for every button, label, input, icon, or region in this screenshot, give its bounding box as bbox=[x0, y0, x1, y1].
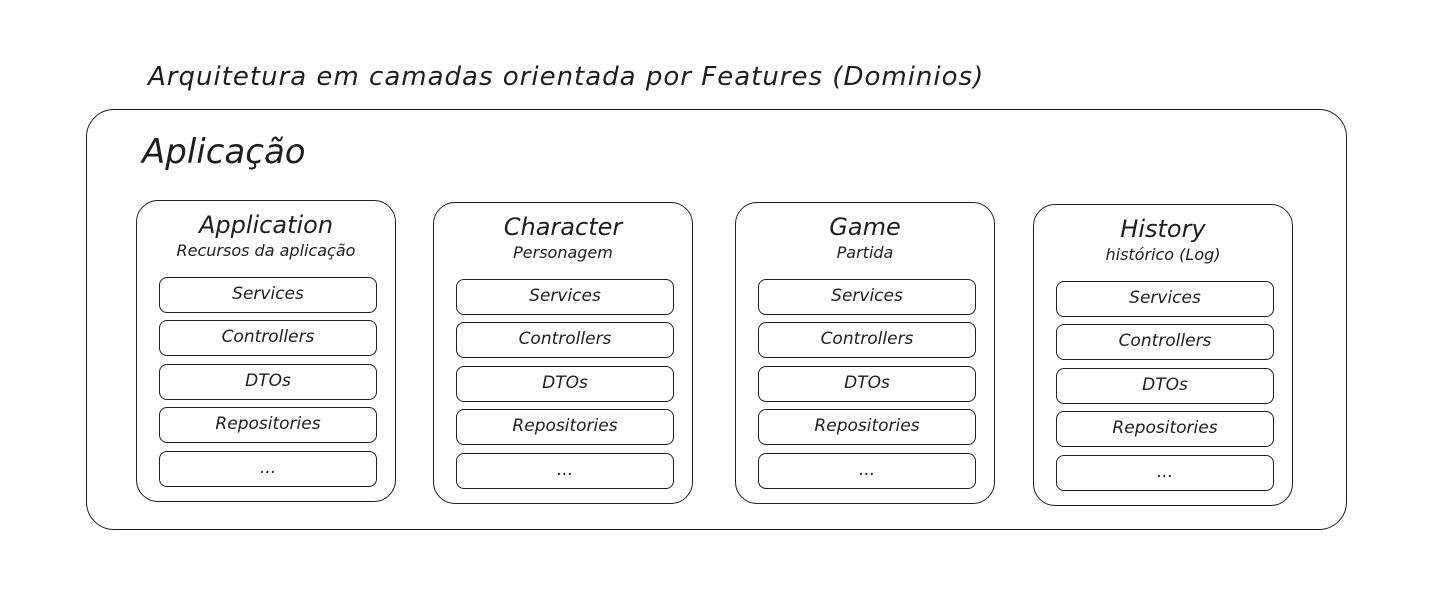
feature-subtitle: Personagem bbox=[513, 243, 613, 262]
layer-dtos: DTOs bbox=[159, 364, 377, 400]
layer-repositories: Repositories bbox=[159, 407, 377, 443]
layer-services: Services bbox=[456, 279, 674, 315]
layer-services: Services bbox=[758, 279, 976, 315]
feature-box-application: Application Recursos da aplicação Servic… bbox=[136, 200, 396, 502]
layer-controllers: Controllers bbox=[456, 322, 674, 358]
application-container bbox=[86, 109, 1347, 530]
layer-repositories: Repositories bbox=[456, 409, 674, 445]
layer-repositories: Repositories bbox=[758, 409, 976, 445]
layer-dtos: DTOs bbox=[456, 366, 674, 402]
diagram-title: Arquitetura em camadas orientada por Fea… bbox=[148, 62, 985, 92]
container-label: Aplicação bbox=[142, 132, 306, 172]
feature-name: History bbox=[1120, 215, 1206, 243]
layer-more: ... bbox=[758, 453, 976, 489]
feature-name: Application bbox=[198, 211, 334, 239]
layer-services: Services bbox=[159, 277, 377, 313]
feature-box-game: Game Partida Services Controllers DTOs R… bbox=[735, 202, 995, 504]
layer-more: ... bbox=[159, 451, 377, 487]
layer-controllers: Controllers bbox=[758, 322, 976, 358]
layer-repositories: Repositories bbox=[1056, 411, 1274, 447]
layer-more: ... bbox=[1056, 455, 1274, 491]
feature-subtitle: Recursos da aplicação bbox=[176, 241, 356, 260]
layer-dtos: DTOs bbox=[1056, 368, 1274, 404]
layer-more: ... bbox=[456, 453, 674, 489]
layer-services: Services bbox=[1056, 281, 1274, 317]
layer-controllers: Controllers bbox=[159, 320, 377, 356]
layer-dtos: DTOs bbox=[758, 366, 976, 402]
layer-controllers: Controllers bbox=[1056, 324, 1274, 360]
feature-name: Game bbox=[829, 213, 901, 241]
feature-name: Character bbox=[503, 213, 623, 241]
feature-box-history: History histórico (Log) Services Control… bbox=[1033, 204, 1293, 506]
feature-subtitle: Partida bbox=[836, 243, 894, 262]
feature-subtitle: histórico (Log) bbox=[1105, 245, 1221, 264]
feature-box-character: Character Personagem Services Controller… bbox=[433, 202, 693, 504]
